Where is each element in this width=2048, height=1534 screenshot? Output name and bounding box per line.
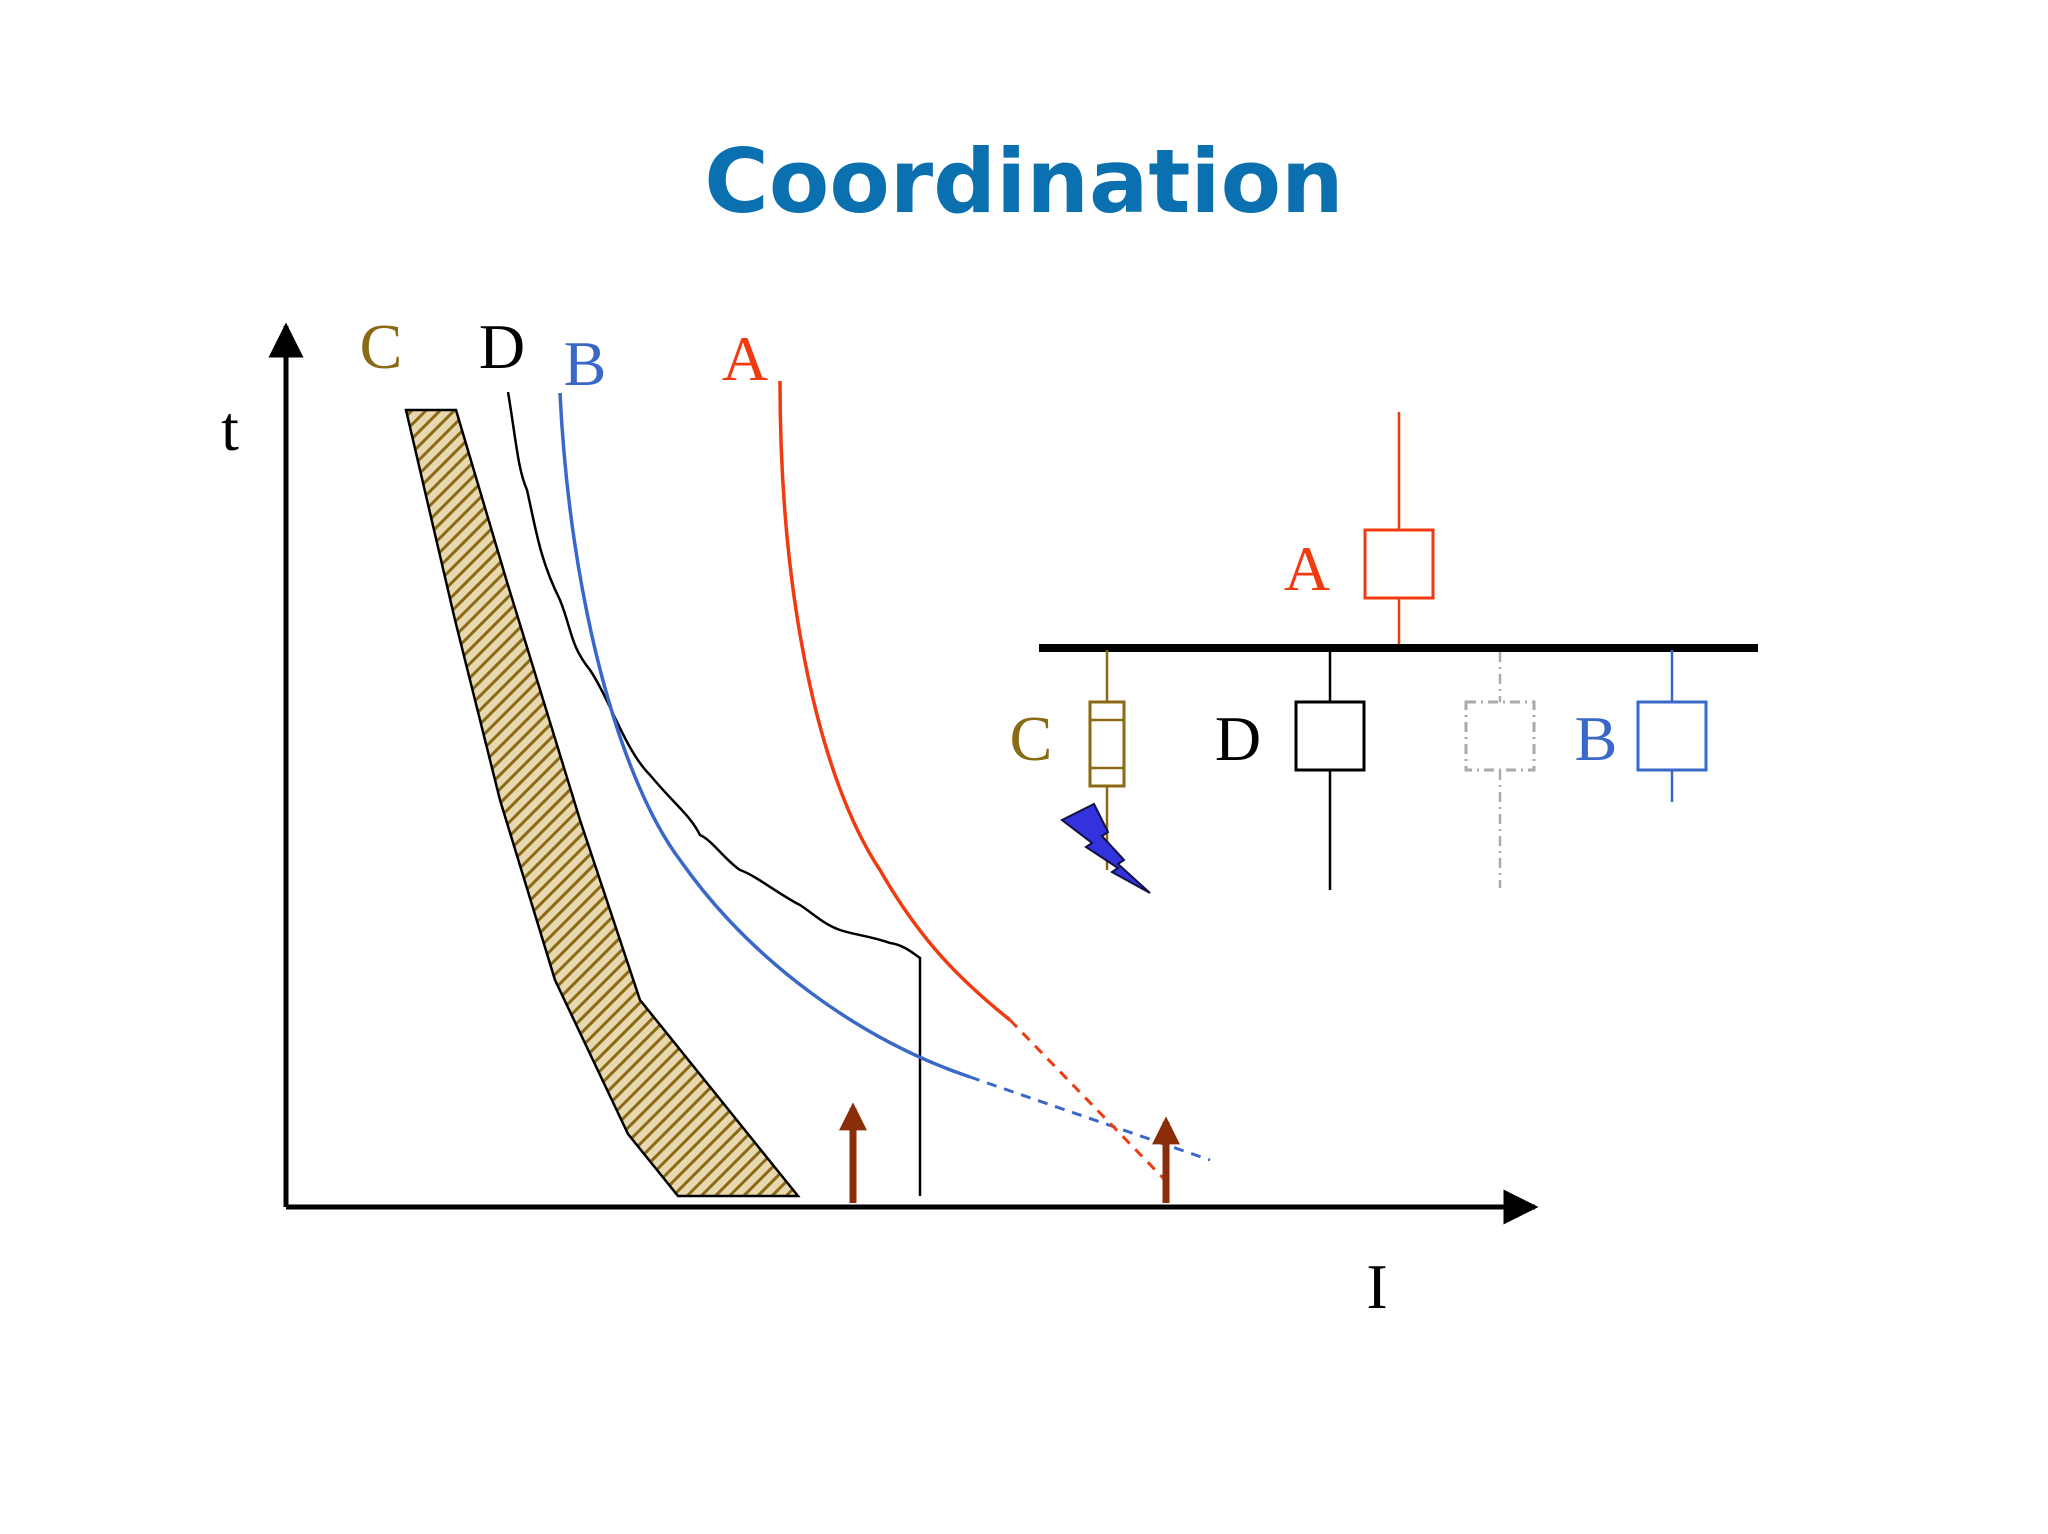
curve-a-dashed-tail <box>1008 1018 1167 1182</box>
lightning-bolt-icon <box>1060 802 1151 894</box>
curve-a-label: A <box>722 323 768 394</box>
curve-b-dashed-tail <box>969 1075 1211 1162</box>
curve-c-label: C <box>360 311 403 382</box>
curve-d-label: D <box>479 311 525 382</box>
fuse-c-icon <box>1088 700 1126 788</box>
spare-breaker-icon <box>1464 700 1536 772</box>
curve-d <box>506 391 922 1196</box>
breaker-a-icon <box>1363 528 1435 600</box>
breaker-b-icon <box>1636 700 1708 772</box>
breaker-d-icon <box>1294 700 1366 772</box>
breaker-a-label: A <box>1284 533 1330 604</box>
curve-b <box>558 392 971 1079</box>
slide-title: Coordination <box>704 130 1343 233</box>
curve-b-label: B <box>564 328 607 399</box>
curve-c-fuse-band <box>404 408 801 1198</box>
axes: t I <box>221 322 1539 1322</box>
single-line-diagram: A C D B <box>1010 412 1758 894</box>
fuse-c-label: C <box>1010 703 1053 774</box>
breaker-b-label: B <box>1575 703 1618 774</box>
x-axis-label: I <box>1366 1251 1387 1322</box>
curve-a <box>778 380 1012 1022</box>
y-axis-label: t <box>221 393 239 464</box>
breaker-d-label: D <box>1215 703 1261 774</box>
